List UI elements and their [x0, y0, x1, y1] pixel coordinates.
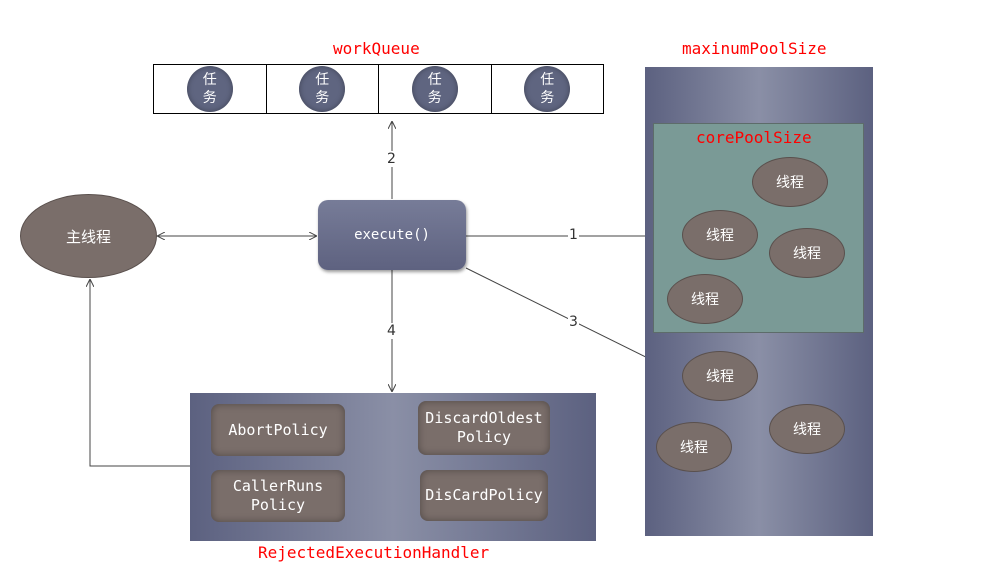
queue-slot: 任务 — [492, 65, 604, 113]
arrow-label-2: 2 — [386, 151, 397, 167]
core-thread: 线程 — [682, 210, 758, 260]
extra-thread: 线程 — [769, 404, 845, 454]
arrow-handler-to-main — [90, 280, 190, 467]
arrow-label-3: 3 — [568, 314, 579, 330]
discard-policy: DisCardPolicy — [420, 470, 548, 521]
discard-oldest-policy: DiscardOldest Policy — [418, 401, 550, 455]
core-thread: 线程 — [667, 274, 743, 324]
task-item: 任务 — [299, 66, 346, 112]
rejected-handler-label: RejectedExecutionHandler — [258, 543, 490, 562]
caller-runs-policy: CallerRuns Policy — [211, 470, 345, 522]
queue-slot: 任务 — [379, 65, 492, 113]
queue-slot: 任务 — [154, 65, 267, 113]
work-queue-label: workQueue — [333, 39, 420, 58]
task-item: 任务 — [411, 66, 458, 112]
queue-slot: 任务 — [267, 65, 379, 113]
extra-thread: 线程 — [682, 351, 758, 401]
work-queue-box: 任务 任务 任务 任务 — [153, 64, 604, 114]
core-thread: 线程 — [752, 157, 828, 207]
core-pool-size-label: corePoolSize — [696, 128, 812, 147]
extra-thread: 线程 — [656, 422, 732, 472]
execute-node: execute() — [318, 200, 466, 270]
main-thread-node: 主线程 — [20, 194, 157, 278]
max-pool-size-label: maxinumPoolSize — [682, 39, 827, 58]
task-item: 任务 — [524, 66, 571, 112]
arrow-label-4: 4 — [386, 323, 397, 339]
arrow-label-1: 1 — [568, 227, 579, 243]
task-item: 任务 — [186, 66, 233, 112]
abort-policy: AbortPolicy — [211, 404, 345, 456]
core-thread: 线程 — [769, 228, 845, 278]
